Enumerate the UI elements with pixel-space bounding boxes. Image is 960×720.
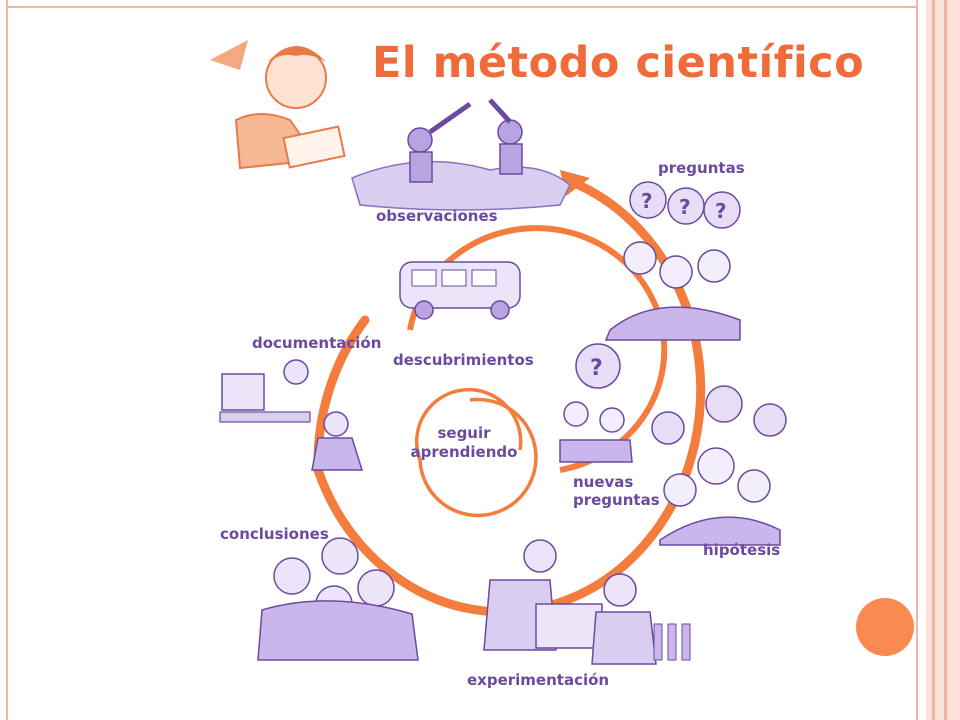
center-label: seguir aprendiendo: [404, 424, 524, 462]
step-label-descubrimientos: descubrimientos: [393, 351, 534, 369]
frame-right-line: [916, 0, 918, 720]
experiment-illustration: [483, 539, 691, 665]
hypothesis-illustration: [651, 385, 787, 546]
center-label-line2: aprendiendo: [410, 443, 518, 461]
conclusions-illustration: [257, 537, 419, 661]
side-bar-stripe: [932, 0, 935, 720]
svg-text:?: ?: [590, 356, 603, 381]
documentation-illustration: [219, 359, 364, 471]
svg-text:?: ?: [641, 189, 653, 213]
step-label-conclusiones: conclusiones: [220, 525, 329, 543]
decorative-orange-dot: [856, 598, 914, 656]
new-questions-illustration: ?: [559, 343, 633, 463]
svg-text:?: ?: [679, 195, 691, 219]
boy-reading-illustration: [210, 40, 346, 170]
step-label-documentacion: documentación: [252, 334, 382, 352]
van-illustration: [399, 261, 521, 320]
decorative-side-bar: [926, 0, 960, 720]
step-label-preguntas: preguntas: [658, 159, 745, 177]
center-spiral: [414, 387, 538, 518]
side-bar-stripe: [944, 0, 947, 720]
diagram-title: El método científico: [372, 38, 865, 88]
step-label-nuevas-preguntas-line1: nuevas: [573, 473, 634, 491]
observation-illustration: [351, 98, 571, 211]
step-label-experimentacion: experimentación: [467, 671, 610, 689]
frame-left-line: [6, 0, 8, 720]
frame-top-line: [6, 6, 918, 8]
step-label-hipotesis: hipótesis: [703, 541, 781, 559]
center-label-line1: seguir: [437, 424, 491, 442]
svg-text:?: ?: [715, 199, 727, 223]
step-label-nuevas-preguntas-line2: preguntas: [573, 491, 660, 509]
questions-illustration: ? ? ?: [604, 181, 741, 341]
step-label-observaciones: observaciones: [376, 207, 498, 225]
